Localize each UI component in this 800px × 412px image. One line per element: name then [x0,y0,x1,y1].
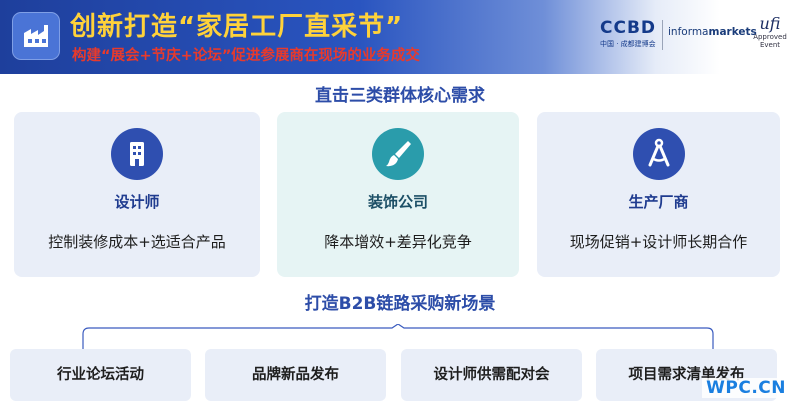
card-title: 设计师 [114,193,160,211]
card-designer: 设计师 控制装修成本+选适合产品 [14,112,260,277]
bracket-connector [82,324,714,350]
card-manufacturer: 生产厂商 现场促销+设计师长期合作 [537,112,780,277]
watermark: WPC.CN [702,378,790,398]
section-title-b2b: 打造B2B链路采购新场景 [304,294,496,314]
scene-industry-forum: 行业论坛活动 [10,349,191,401]
card-description: 控制装修成本+选适合产品 [48,233,226,251]
page-subtitle: 构建“展会+节庆+论坛”促进参展商在现场的业务成交 [72,48,420,64]
sponsor-logos: CCBD 中国 · 成都建博会 informamarkets ufi Appro… [600,14,790,58]
scene-product-launch: 品牌新品发布 [205,349,386,401]
ccbd-logo: CCBD 中国 · 成都建博会 [600,18,657,48]
brush-icon [372,128,424,180]
header-banner: 创新打造“家居工厂直采节” 构建“展会+节庆+论坛”促进参展商在现场的业务成交 … [0,0,800,74]
card-decoration-company: 装饰公司 降本增效+差异化竞争 [277,112,519,277]
drafting-tool-icon [632,128,685,180]
ufi-logo: ufi Approved Event [753,14,787,49]
card-description: 降本增效+差异化竞争 [324,233,472,251]
building-icon [111,128,163,180]
card-title: 生产厂商 [628,193,689,211]
page-title: 创新打造“家居工厂直采节” [70,12,404,42]
card-title: 装饰公司 [367,193,428,211]
card-description: 现场促销+设计师长期合作 [569,233,748,251]
scene-designer-matching: 设计师供需配对会 [401,349,582,401]
factory-icon [12,12,60,60]
logo-divider [662,20,663,50]
informa-logo: informamarkets [668,26,757,38]
section-title-core-needs: 直击三类群体核心需求 [315,86,485,106]
